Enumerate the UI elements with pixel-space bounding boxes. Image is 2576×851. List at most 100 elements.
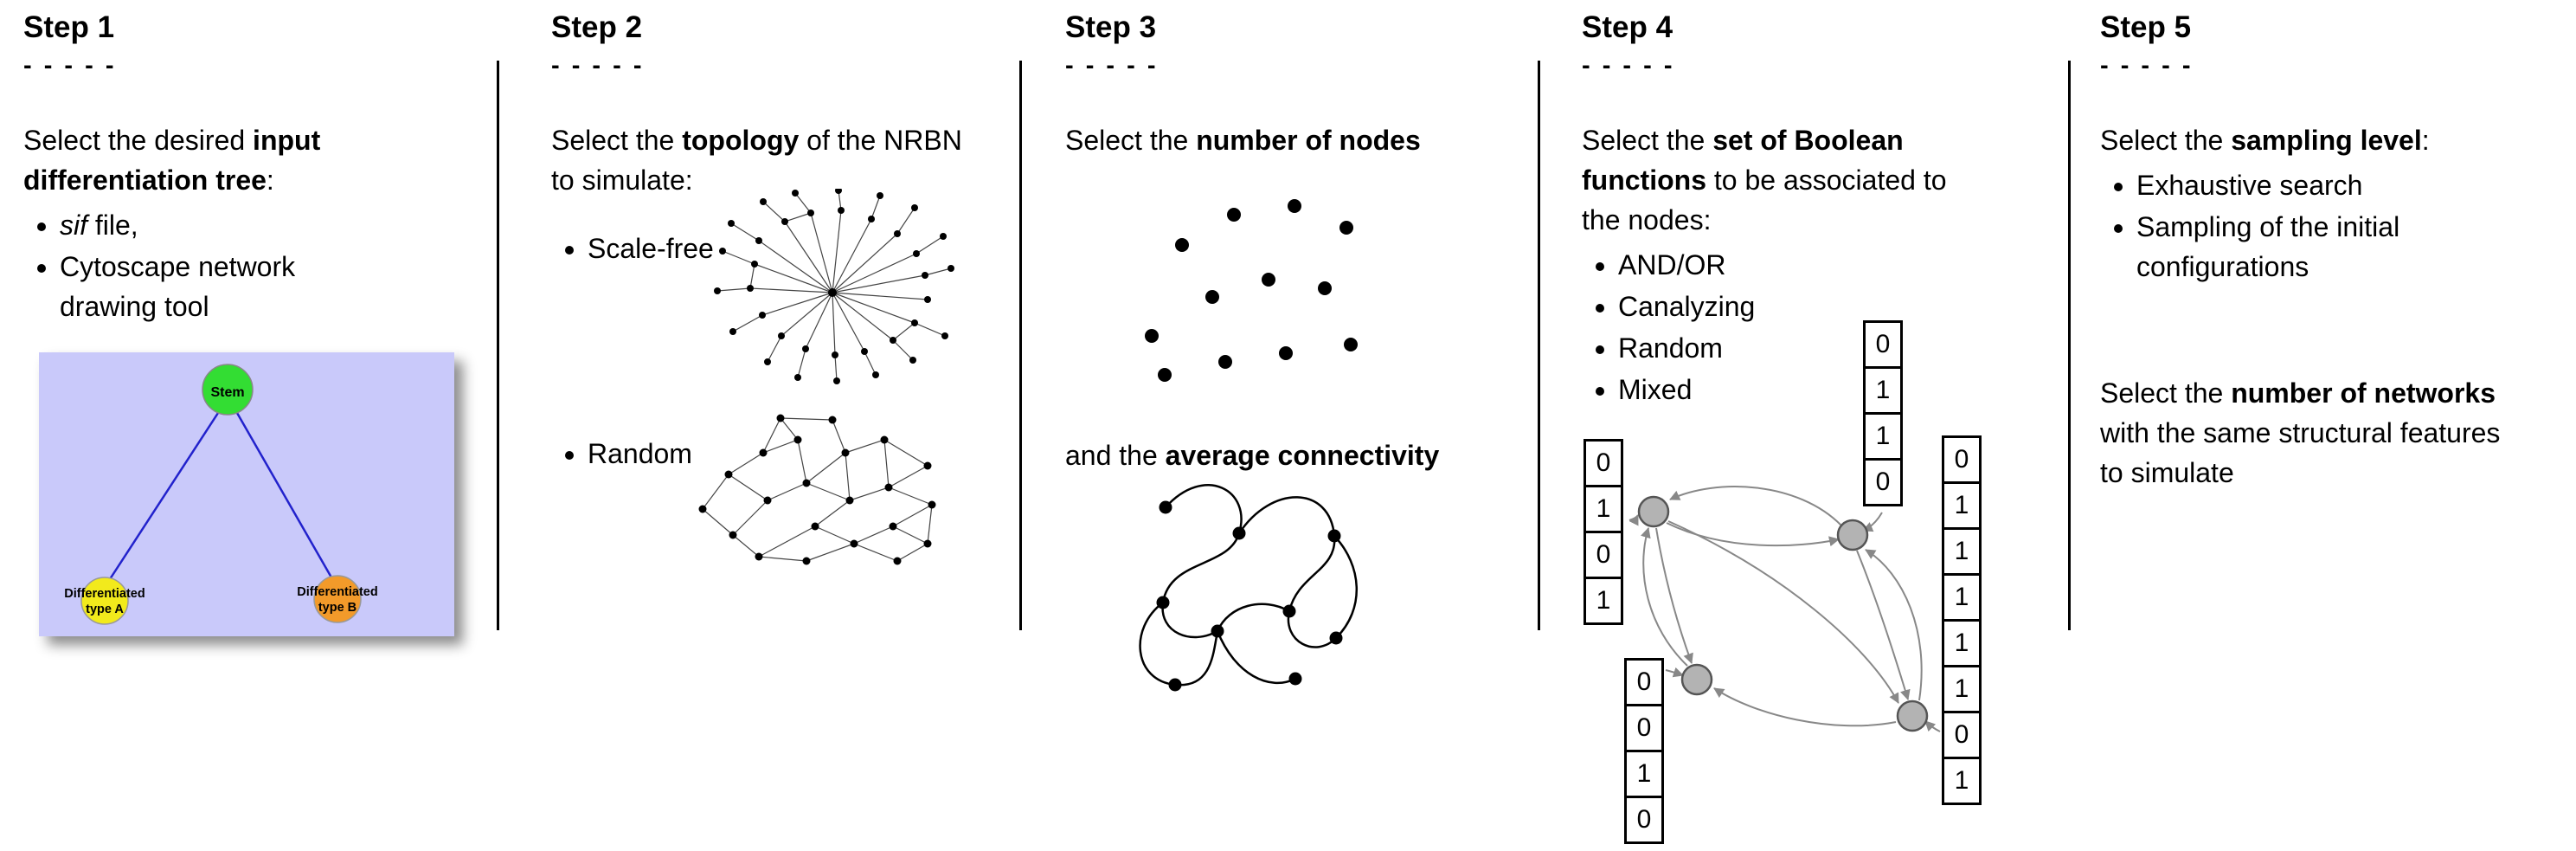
boolean-node	[1680, 663, 1713, 696]
column-separator	[497, 61, 499, 630]
truth-table-cell: 1	[1942, 481, 1982, 530]
stem-node	[202, 364, 254, 416]
step-1-column: Step 1 - - - - - Select the desired inpu…	[23, 10, 491, 637]
step-3-dashes: - - - - -	[1065, 52, 1159, 80]
type-b-label-line2: type B	[318, 601, 357, 615]
truth-table-cell: 1	[1942, 665, 1982, 713]
step-1-bullet-list: sif file, Cytoscape network drawing tool	[23, 205, 335, 326]
step-5-column: Step 5 - - - - - Select the sampling lev…	[2100, 10, 2559, 493]
step-3-title: Step 3	[1065, 10, 1157, 44]
bullet-exhaustive-search: Exhaustive search	[2136, 165, 2446, 205]
step-4-dashes: - - - - -	[1582, 52, 1675, 80]
bullet-sampling-initial: Sampling of the initial configurations	[2136, 207, 2446, 287]
bullet-and-or: AND/OR	[1618, 245, 1841, 285]
truth-table-cell: 1	[1942, 619, 1982, 667]
bullet-random-functions: Random	[1618, 328, 1841, 368]
average-connectivity-graphic	[1139, 484, 1359, 692]
truth-table-cell: 1	[1942, 527, 1982, 576]
boolean-network-graphic	[1628, 486, 1941, 732]
intro-keyword: set of Boolean functions	[1582, 125, 1904, 197]
type-a-label-line1: Differentiated	[64, 587, 145, 601]
intro-text: :	[266, 164, 274, 197]
step-2-column: Step 2 - - - - - Select the topology of …	[551, 10, 984, 565]
boolean-node	[1836, 519, 1869, 551]
truth-table-bottom: 0 0 1 0	[1624, 658, 1664, 844]
intro-text: to be associated to the nodes:	[1582, 164, 1947, 236]
bullet-random: Random	[588, 434, 811, 474]
differentiation-tree-graphic: Stem Differentiated type A Differentiate…	[39, 352, 454, 637]
stem-label: Stem	[210, 385, 244, 400]
step-5-intro: Select the sampling level:	[2100, 120, 2559, 160]
truth-table-cell: 1	[1942, 573, 1982, 622]
type-a-node	[80, 577, 129, 626]
step-2-intro: Select the topology of the NRBN to simul…	[551, 120, 984, 200]
sif-word: sif	[60, 210, 87, 242]
bullet-cytoscape: Cytoscape network drawing tool	[60, 247, 335, 326]
tree-edge-b	[235, 412, 333, 579]
intro-keyword: number of nodes	[1196, 125, 1421, 156]
boolean-network-figure: 0 1 1 0 0 1 0 1 0 1 1 1 1 1 0 1	[1582, 312, 2058, 851]
random-network-graphic	[698, 414, 936, 565]
truth-table-cell: 1	[1584, 485, 1623, 533]
truth-table-right: 0 1 1 1 1 1 0 1	[1942, 435, 1982, 805]
step-3-column: Step 3 - - - - - Select the number of no…	[1065, 10, 1528, 692]
intro-text: Select the	[1582, 125, 1713, 156]
truth-table-cell: 1	[1863, 412, 1903, 461]
step-5-bullet-list: Exhaustive search Sampling of the initia…	[2100, 165, 2446, 287]
truth-table-cell: 0	[1624, 704, 1664, 752]
step-1-title: Step 1	[23, 10, 115, 44]
boolean-node	[1896, 699, 1929, 732]
column-separator	[1538, 61, 1540, 630]
bullet-canalyzing: Canalyzing	[1618, 287, 1841, 326]
truth-table-cell: 0	[1624, 796, 1664, 844]
truth-table-cell: 1	[1584, 577, 1623, 625]
truth-table-left: 0 1 0 1	[1584, 439, 1623, 625]
column-separator	[1019, 61, 1022, 630]
intro-text: Select the	[551, 125, 683, 156]
truth-table-cell: 1	[1942, 757, 1982, 805]
para-text: with the same structural features to sim…	[2100, 417, 2501, 489]
step-4-title: Step 4	[1582, 10, 1673, 44]
step-3-intro: Select the number of nodes	[1065, 120, 1528, 160]
type-b-node	[313, 575, 362, 624]
random-bullet: Random	[551, 434, 811, 475]
bullet-sif-file: sif file,	[60, 205, 335, 245]
intro-text: of the NRBN to simulate:	[551, 125, 962, 197]
step-4-intro: Select the set of Boolean functions to b…	[1582, 120, 1988, 240]
para-keyword: number of networks	[2231, 377, 2496, 409]
step-1-intro: Select the desired input differentiation…	[23, 120, 473, 200]
intro-text: Select the	[1065, 125, 1197, 156]
intro-text: Select the desired	[23, 125, 254, 156]
type-a-label-line2: type A	[86, 603, 124, 616]
truth-table-cell: 0	[1942, 435, 1982, 484]
bullet-scale-free: Scale-free	[588, 229, 811, 268]
step-2-dashes: - - - - -	[551, 52, 645, 80]
truth-table-cell: 0	[1624, 658, 1664, 706]
step-5-title: Step 5	[2100, 10, 2192, 44]
boolean-node	[1637, 495, 1670, 528]
truth-table-cell: 0	[1584, 531, 1623, 579]
intro-text: Select the	[2100, 125, 2232, 156]
tree-edge-a	[108, 412, 220, 581]
intro-keyword: sampling level	[2231, 125, 2422, 156]
intro-keyword: input differentiation tree	[23, 125, 321, 197]
truth-table-cell: 1	[1863, 366, 1903, 415]
truth-table-cell: 0	[1942, 711, 1982, 759]
step-4-bullet-list: AND/OR Canalyzing Random Mixed	[1582, 245, 1841, 409]
caption-keyword: average connectivity	[1165, 440, 1440, 471]
differentiation-tree-figure: Stem Differentiated type A Differentiate…	[39, 352, 454, 637]
step-5-dashes: - - - - -	[2100, 52, 2194, 80]
column-separator	[2068, 61, 2071, 630]
connectivity-caption: and the average connectivity	[1065, 435, 1528, 475]
bullet-text: file,	[87, 210, 138, 242]
step-1-dashes: - - - - -	[23, 52, 117, 80]
intro-text: :	[2421, 125, 2430, 156]
scale-free-network-graphic	[714, 189, 954, 384]
truth-table-cell: 0	[1863, 458, 1903, 506]
step-4-column: Step 4 - - - - - Select the set of Boole…	[1582, 10, 2058, 851]
step-2-title: Step 2	[551, 10, 643, 44]
para-text: Select the	[2100, 377, 2232, 409]
caption-text: and the	[1065, 440, 1166, 471]
nodes-dots-graphic	[1145, 199, 1358, 382]
